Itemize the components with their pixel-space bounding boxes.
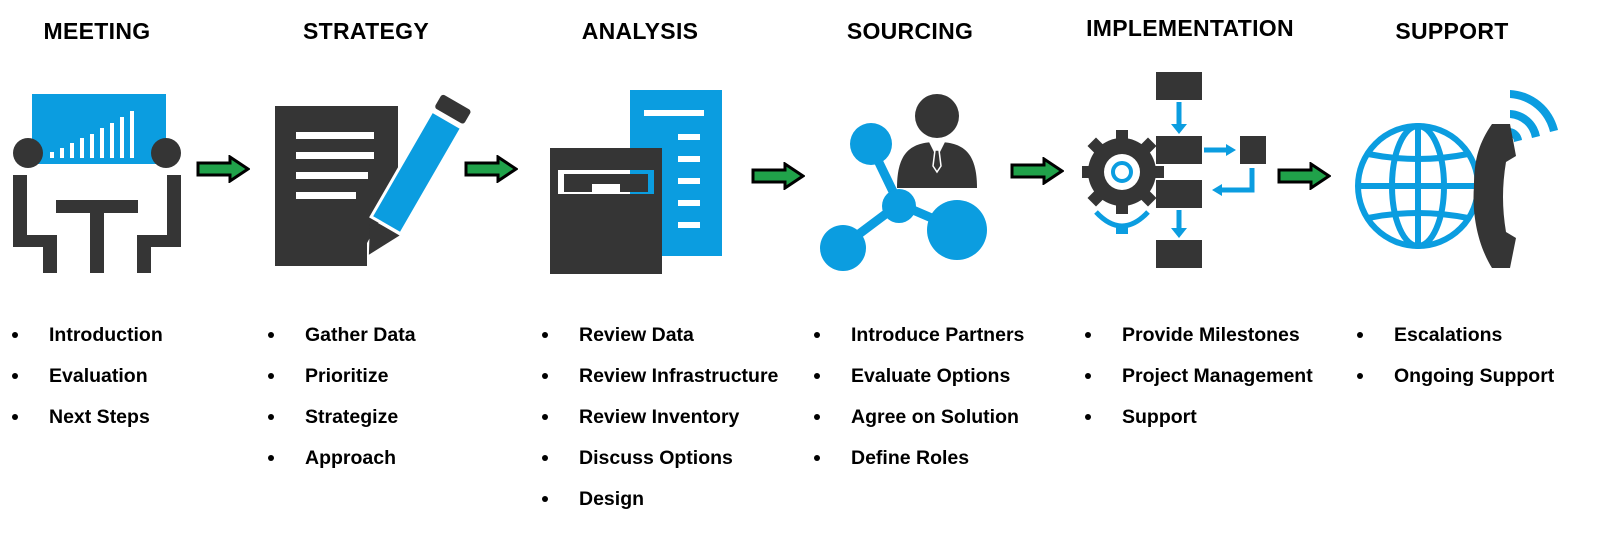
bullet-icon	[1357, 332, 1363, 338]
list-item: Evaluation	[12, 363, 163, 404]
list-item: Next Steps	[12, 404, 163, 445]
bullet-icon	[542, 496, 548, 502]
list-item: Review Data	[542, 322, 778, 363]
bullet-icon	[268, 332, 274, 338]
bullet-icon	[1085, 373, 1091, 379]
stage-title: SUPPORT	[1395, 18, 1509, 44]
network-person-icon	[820, 94, 987, 271]
document-pencil-icon	[275, 94, 471, 266]
list-item: Strategize	[268, 404, 416, 445]
folder-list-icon	[550, 90, 722, 274]
stage-items: Introduce Partners Evaluate Options Agre…	[814, 322, 1024, 486]
list-item: Discuss Options	[542, 445, 778, 486]
list-item: Escalations	[1357, 322, 1554, 363]
stage-title: STRATEGY	[303, 18, 429, 44]
list-item: Introduce Partners	[814, 322, 1024, 363]
list-item: Review Infrastructure	[542, 363, 778, 404]
globe-phone-icon	[1355, 90, 1558, 268]
list-item: Prioritize	[268, 363, 416, 404]
list-item: Provide Milestones	[1085, 322, 1313, 363]
stage-items: Escalations Ongoing Support	[1357, 322, 1554, 404]
list-item: Gather Data	[268, 322, 416, 363]
bullet-icon	[542, 455, 548, 461]
list-item: Approach	[268, 445, 416, 486]
bullet-icon	[12, 373, 18, 379]
list-item: Review Inventory	[542, 404, 778, 445]
list-item: Ongoing Support	[1357, 363, 1554, 404]
stage-items: Introduction Evaluation Next Steps	[12, 322, 163, 445]
bullet-icon	[542, 414, 548, 420]
right-arrow-icon	[1277, 162, 1331, 190]
meeting-table-icon	[13, 94, 181, 273]
stage-items: Review Data Review Infrastructure Review…	[542, 322, 778, 527]
stage-title: MEETING	[43, 18, 151, 44]
list-item: Support	[1085, 404, 1313, 445]
bullet-icon	[268, 373, 274, 379]
list-item: Design	[542, 486, 778, 527]
bullet-icon	[268, 414, 274, 420]
bullet-icon	[814, 414, 820, 420]
right-arrow-icon	[1010, 157, 1064, 185]
bullet-icon	[1085, 332, 1091, 338]
right-arrow-icon	[464, 155, 518, 183]
stage-title: SOURCING	[846, 18, 974, 44]
list-item: Introduction	[12, 322, 163, 363]
stage-title: IMPLEMENTATION	[1086, 15, 1294, 41]
stage-title: ANALYSIS	[581, 18, 699, 44]
list-item: Define Roles	[814, 445, 1024, 486]
stage-items: Provide Milestones Project Management Su…	[1085, 322, 1313, 445]
list-item: Agree on Solution	[814, 404, 1024, 445]
bullet-icon	[542, 332, 548, 338]
bullet-icon	[814, 332, 820, 338]
bullet-icon	[268, 455, 274, 461]
bullet-icon	[12, 414, 18, 420]
right-arrow-icon	[196, 155, 250, 183]
list-item: Project Management	[1085, 363, 1313, 404]
bullet-icon	[542, 373, 548, 379]
bullet-icon	[1357, 373, 1363, 379]
right-arrow-icon	[751, 162, 805, 190]
bullet-icon	[814, 373, 820, 379]
gear-flowchart-icon	[1082, 72, 1266, 268]
bullet-icon	[12, 332, 18, 338]
list-item: Evaluate Options	[814, 363, 1024, 404]
bullet-icon	[814, 455, 820, 461]
bullet-icon	[1085, 414, 1091, 420]
stage-items: Gather Data Prioritize Strategize Approa…	[268, 322, 416, 486]
